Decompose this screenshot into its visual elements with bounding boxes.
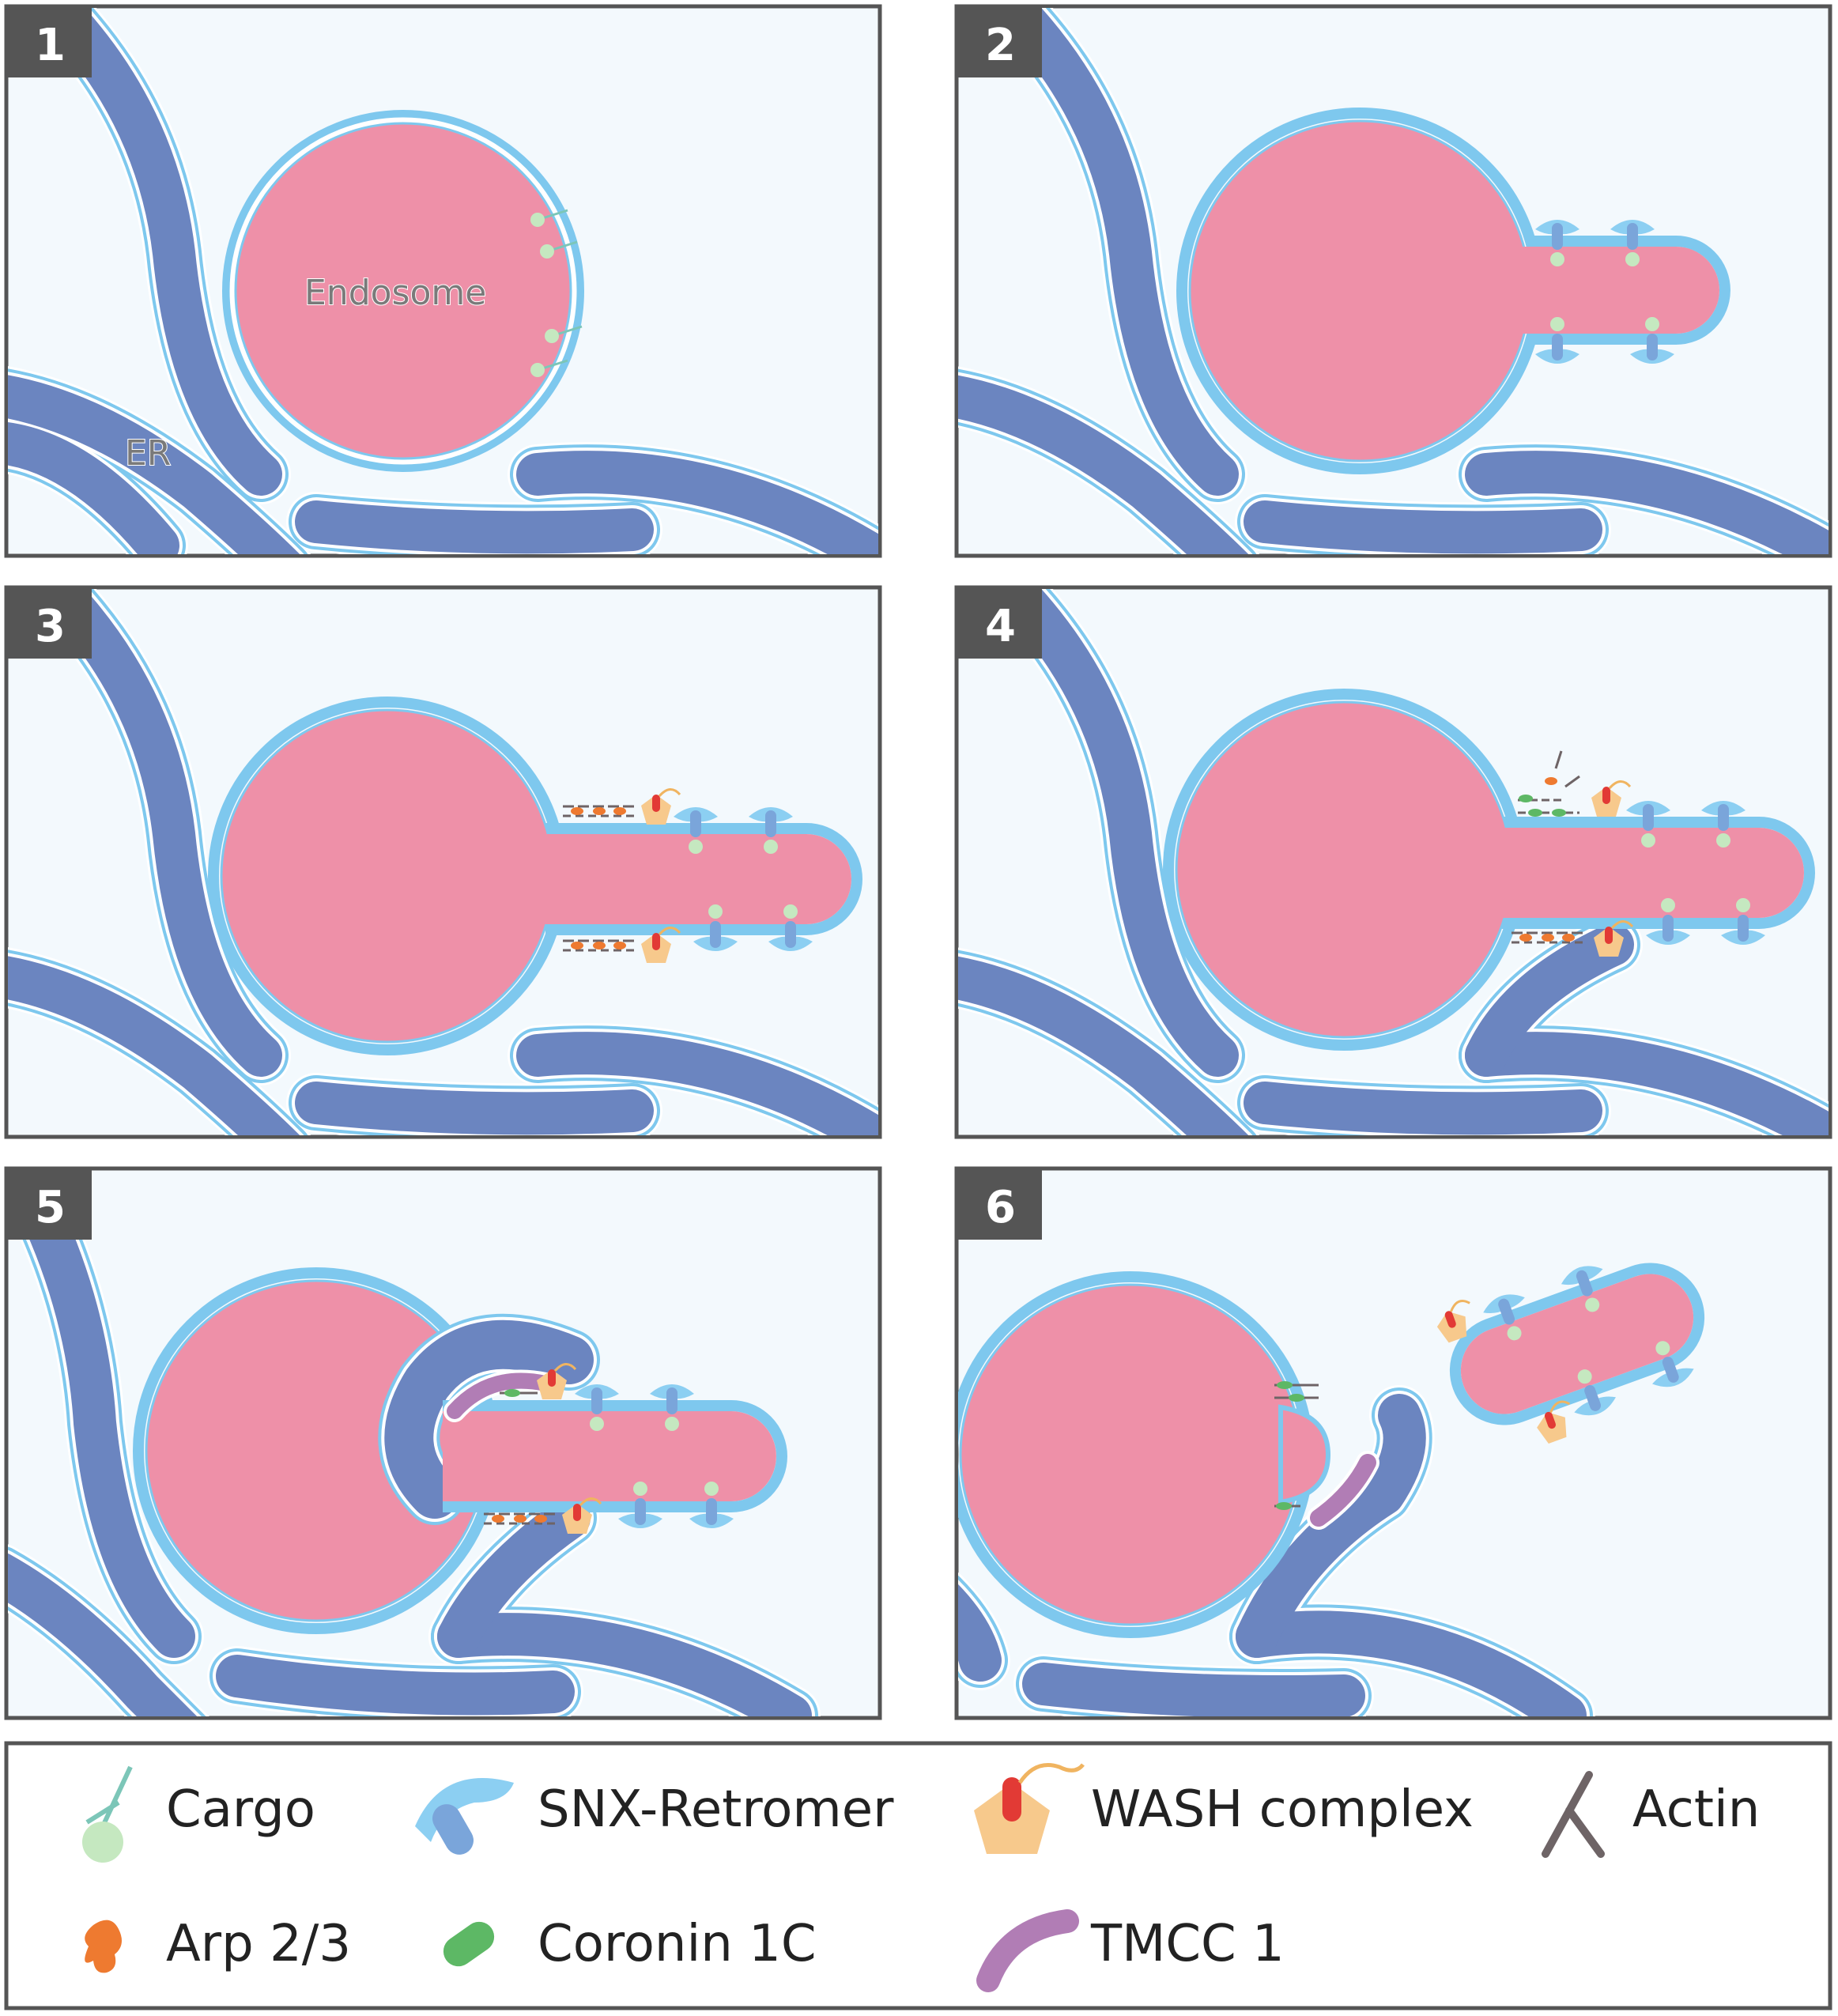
tmcc1-protein (1310, 1454, 1376, 1527)
panel-5: 5 (4, 1166, 882, 1720)
legend-label: WASH complex (1091, 1780, 1474, 1839)
endosome (222, 110, 584, 472)
er-wrap (378, 1313, 600, 1525)
tubule (443, 1400, 787, 1512)
cargo-icon (82, 1765, 133, 1863)
endosome-label: Endosome (304, 273, 486, 313)
legend-label: SNX-Retromer (538, 1780, 894, 1839)
tmcc1-icon (976, 1909, 1079, 1992)
er-network (958, 8, 1829, 554)
tmcc1-protein (447, 1372, 553, 1419)
panel-1: Endosome ER 1 (4, 4, 882, 558)
actin-icon (1542, 1771, 1605, 1858)
panel-3-number: 3 (35, 601, 66, 652)
legend-item-snx-retromer: SNX-Retromer (415, 1778, 894, 1855)
er-network (8, 589, 878, 1135)
coronin-pair (500, 1389, 538, 1397)
snx-retromer-icon (415, 1778, 514, 1855)
legend-label: TMCC 1 (1090, 1915, 1285, 1973)
legend-item-wash: WASH complex (974, 1763, 1474, 1854)
panel-6-number-tab (957, 1168, 1042, 1240)
panel-3-number-tab (6, 587, 92, 659)
legend-item-arp23: Arp 2/3 (85, 1915, 351, 1973)
legend-frame (4, 1741, 1832, 2010)
panel-1-number-tab (6, 6, 92, 77)
panel-3: 3 (4, 585, 882, 1139)
panel-6-number: 6 (985, 1182, 1016, 1233)
er-network (8, 1170, 821, 1716)
wash-complex-icon (974, 1763, 1085, 1854)
legend-label: Arp 2/3 (166, 1915, 351, 1973)
arp23-icon (85, 1920, 122, 1973)
panel-6: 6 (954, 1166, 1832, 1720)
panel-5-number-tab (6, 1168, 92, 1240)
coronin-icon (443, 1921, 495, 1967)
legend-label: Actin (1632, 1780, 1760, 1839)
legend-item-actin: Actin (1542, 1771, 1760, 1858)
er-network (958, 589, 1829, 1135)
er-network (8, 8, 878, 554)
endosome (958, 1271, 1331, 1638)
coronin-pair (1274, 1381, 1319, 1510)
panel-4: 4 (954, 585, 1832, 1139)
endosome (1176, 108, 1730, 474)
legend-item-cargo: Cargo (82, 1765, 315, 1863)
panel-1-number: 1 (35, 20, 66, 71)
endosome (1163, 689, 1815, 1051)
legend-label: Coronin 1C (538, 1915, 817, 1973)
panel-2: 2 (954, 4, 1832, 558)
legend-item-coronin: Coronin 1C (443, 1915, 817, 1973)
panel-4-number: 4 (985, 601, 1016, 652)
er-network (958, 1271, 1595, 1716)
released-vesicle (1430, 1259, 1705, 1447)
panel-2-number: 2 (985, 20, 1016, 71)
legend: Cargo SNX-Retromer WASH complex Actin (4, 1741, 1832, 2010)
panel-4-number-tab (957, 587, 1042, 659)
legend-label: Cargo (166, 1780, 315, 1839)
legend-item-tmcc1: TMCC 1 (976, 1909, 1285, 1992)
er-label: ER (125, 433, 171, 474)
endosome (208, 697, 862, 1055)
panel-2-number-tab (957, 6, 1042, 77)
actin-fragments (1518, 750, 1580, 817)
panel-5-number: 5 (35, 1182, 66, 1233)
